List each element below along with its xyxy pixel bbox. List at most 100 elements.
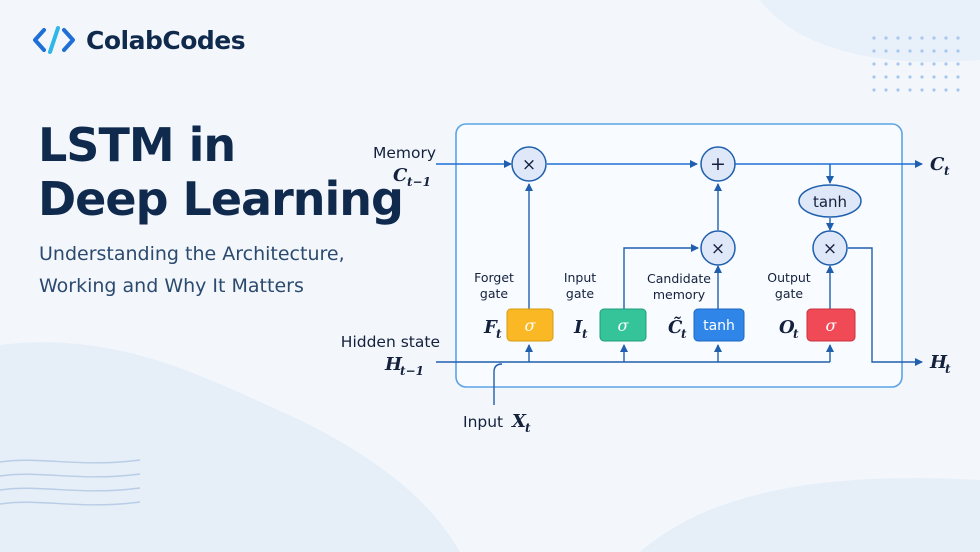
page-title: LSTM in Deep Learning bbox=[38, 118, 404, 226]
decor-dot bbox=[920, 62, 924, 66]
hidden-output-line bbox=[848, 247, 923, 366]
decor-dot bbox=[908, 49, 912, 53]
output-symbol: O bbox=[779, 317, 795, 338]
forget-gate-label-1: Forget bbox=[474, 270, 514, 285]
candidate-memory-box: tanh bbox=[693, 308, 745, 342]
decor-dot bbox=[884, 88, 888, 92]
decor-dot bbox=[896, 49, 900, 53]
title-line-1: LSTM in bbox=[38, 118, 236, 172]
candidate-label-2: memory bbox=[653, 287, 706, 302]
decor-dot bbox=[908, 62, 912, 66]
cell-tanh-node: tanh bbox=[798, 184, 862, 218]
decor-dot bbox=[956, 36, 960, 40]
decor-dot bbox=[944, 36, 948, 40]
output-c-symbol: C bbox=[930, 154, 945, 175]
decor-dot bbox=[884, 62, 888, 66]
output-gate-label-1: Output bbox=[767, 270, 811, 285]
multiply-symbol: × bbox=[823, 239, 837, 259]
title-line-2: Deep Learning bbox=[38, 172, 404, 226]
candidate-symbol: C̃ bbox=[668, 316, 683, 338]
decor-dot bbox=[908, 88, 912, 92]
decor-dot bbox=[896, 36, 900, 40]
decor-dot bbox=[920, 36, 924, 40]
decor-dot bbox=[896, 88, 900, 92]
output-c-sub: t bbox=[944, 164, 950, 178]
decor-dot bbox=[920, 75, 924, 79]
decor-dot bbox=[932, 49, 936, 53]
decor-dot bbox=[884, 49, 888, 53]
memory-symbol-sub: t−1 bbox=[407, 175, 431, 189]
output-gate-box: σ bbox=[806, 308, 856, 342]
decor-dot bbox=[908, 36, 912, 40]
input-x-symbol: X bbox=[511, 411, 527, 432]
dot-grid bbox=[872, 36, 960, 92]
decor-dot bbox=[944, 62, 948, 66]
decor-dot bbox=[944, 88, 948, 92]
forget-multiply-node: × bbox=[511, 146, 547, 182]
input-symbol: I bbox=[573, 317, 583, 338]
hidden-state-label: Hidden state bbox=[341, 333, 440, 351]
memory-symbol: C bbox=[393, 165, 408, 186]
decor-dot bbox=[932, 88, 936, 92]
input-x-sub: t bbox=[525, 421, 531, 435]
candidate-label-1: Candidate bbox=[647, 271, 711, 286]
brand-logo[interactable]: ColabCodes bbox=[32, 22, 246, 58]
subtitle-line-1: Understanding the Architecture, bbox=[39, 243, 345, 265]
decor-dot bbox=[872, 49, 876, 53]
multiply-symbol: × bbox=[711, 239, 725, 259]
add-node: + bbox=[700, 146, 736, 182]
add-symbol: + bbox=[710, 153, 726, 175]
forget-symbol-sub: t bbox=[496, 327, 502, 341]
output-h-symbol: H bbox=[929, 352, 948, 373]
decor-dot bbox=[884, 36, 888, 40]
subtitle-line-2: Working and Why It Matters bbox=[39, 275, 304, 297]
input-xt-line bbox=[493, 363, 503, 405]
code-brackets-icon bbox=[33, 26, 75, 54]
decor-dot bbox=[956, 75, 960, 79]
decor-dot bbox=[944, 49, 948, 53]
input-gate-label-2: gate bbox=[566, 286, 594, 301]
sigma-symbol: σ bbox=[618, 316, 630, 335]
input-label: Input bbox=[463, 413, 503, 431]
subtitle: Understanding the Architecture, Working … bbox=[39, 238, 345, 302]
decor-dot bbox=[956, 49, 960, 53]
hidden-symbol: H bbox=[384, 354, 403, 375]
decor-dot bbox=[896, 75, 900, 79]
output-multiply-node: × bbox=[812, 230, 848, 266]
output-h-sub: t bbox=[945, 362, 951, 376]
forget-gate-box: σ bbox=[506, 308, 554, 342]
decor-dot bbox=[920, 88, 924, 92]
decor-dot bbox=[944, 75, 948, 79]
forget-symbol: F bbox=[483, 317, 498, 338]
input-symbol-sub: t bbox=[582, 327, 588, 341]
multiply-symbol: × bbox=[522, 155, 536, 175]
decor-dot bbox=[884, 75, 888, 79]
input-multiply-node: × bbox=[700, 230, 736, 266]
tanh-label: tanh bbox=[813, 193, 847, 211]
input-gate-label-1: Input bbox=[564, 270, 596, 285]
decor-dot bbox=[872, 36, 876, 40]
input-gate-box: σ bbox=[599, 308, 647, 342]
output-symbol-sub: t bbox=[793, 327, 799, 341]
forget-gate-label-2: gate bbox=[480, 286, 508, 301]
decor-dot bbox=[920, 49, 924, 53]
wave-lines bbox=[0, 459, 141, 506]
decor-dot bbox=[932, 62, 936, 66]
decor-dot bbox=[956, 62, 960, 66]
decor-dot bbox=[872, 62, 876, 66]
output-gate-label-2: gate bbox=[775, 286, 803, 301]
sigma-symbol: σ bbox=[826, 316, 838, 335]
candidate-symbol-sub: t bbox=[681, 327, 687, 341]
brand-name: ColabCodes bbox=[86, 25, 246, 55]
decor-dot bbox=[932, 75, 936, 79]
lstm-cell-frame bbox=[455, 123, 903, 388]
decor-dot bbox=[908, 75, 912, 79]
sigma-symbol: σ bbox=[525, 316, 537, 335]
hidden-symbol-sub: t−1 bbox=[400, 364, 424, 378]
decor-dot bbox=[872, 75, 876, 79]
decor-dot bbox=[956, 88, 960, 92]
decor-dot bbox=[896, 62, 900, 66]
memory-label: Memory bbox=[373, 144, 436, 162]
tanh-label: tanh bbox=[703, 318, 735, 334]
